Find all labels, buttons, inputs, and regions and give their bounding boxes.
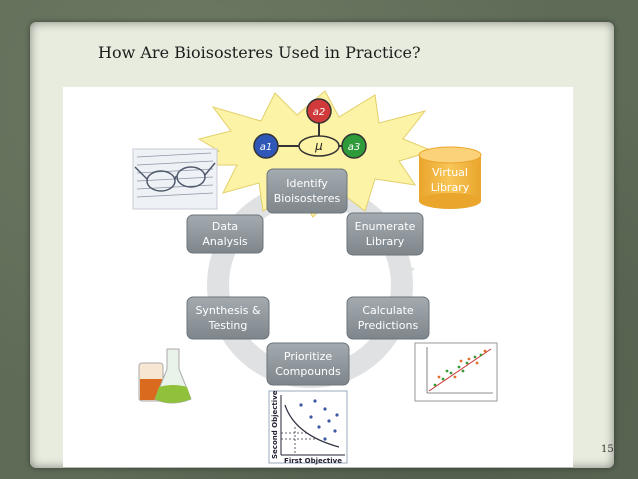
virtual-library-line2: Library <box>431 181 470 194</box>
molecule-center-label: μ <box>314 139 323 153</box>
pareto-xlabel: First Objective <box>284 457 342 465</box>
step-calculate-line2: Predictions <box>358 319 419 332</box>
virtual-library-line1: Virtual <box>432 166 468 179</box>
node-right <box>341 133 367 159</box>
step-synthesis: Synthesis & Testing <box>186 296 270 340</box>
cycle-arrow-head <box>393 257 415 283</box>
step-identify-line2: Bioisosteres <box>274 192 341 205</box>
step-prioritize: Prioritize Compounds <box>266 342 350 386</box>
step-identify: Identify Bioisosteres <box>266 168 348 214</box>
step-enumerate: Enumerate Library <box>346 212 424 256</box>
pareto-ylabel: Second Objective <box>271 390 279 459</box>
node-top-label: a2 <box>313 107 326 118</box>
step-synthesis-line2: Testing <box>208 319 248 332</box>
slide-title: How Are Bioisosteres Used in Practice? <box>98 43 421 62</box>
lab-flasks-icon <box>138 348 192 404</box>
step-analysis: Data Analysis <box>186 214 264 254</box>
step-calculate-line1: Calculate <box>362 304 414 317</box>
scatter-plot-thumbnail-icon <box>414 342 498 402</box>
step-synthesis-line1: Synthesis & <box>195 304 261 317</box>
step-enumerate-line1: Enumerate <box>355 220 416 233</box>
step-analysis-line2: Analysis <box>202 235 248 248</box>
step-analysis-line1: Data <box>212 220 238 233</box>
node-left-label: a1 <box>260 142 273 153</box>
node-top <box>306 98 332 124</box>
step-identify-line1: Identify <box>286 177 328 190</box>
step-calculate: Calculate Predictions <box>346 296 430 340</box>
node-right-label: a3 <box>348 142 361 153</box>
pareto-plot-thumbnail-icon: Second Objective First Objective <box>268 390 348 465</box>
step-enumerate-line2: Library <box>366 235 405 248</box>
glasses-on-paper-icon <box>132 148 218 210</box>
node-left <box>253 133 279 159</box>
workflow-figure: μ a2 a1 a3 Identify Bioisosteres Enumera… <box>63 87 573 467</box>
molecule-core <box>298 135 340 157</box>
step-prioritize-line2: Compounds <box>275 365 341 378</box>
page-number: 15 <box>601 444 614 455</box>
database-cylinder-icon: Virtual Library <box>418 146 482 209</box>
workflow-diagram: μ a2 a1 a3 Identify Bioisosteres Enumera… <box>132 90 498 465</box>
step-prioritize-line1: Prioritize <box>284 350 332 363</box>
